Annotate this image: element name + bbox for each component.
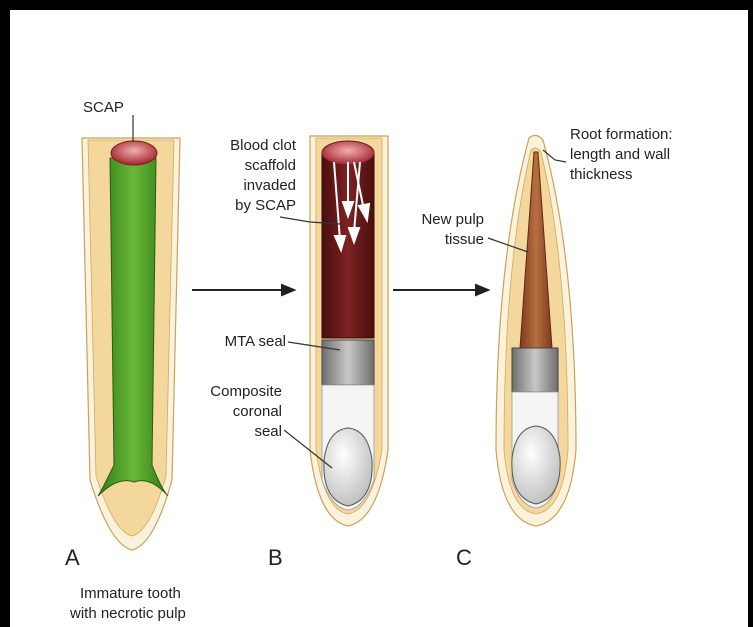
panel-letter-b: B (268, 545, 283, 570)
tooth-c-composite-seal (512, 426, 560, 504)
scap-tissue (111, 141, 157, 165)
tooth-b-scap (322, 141, 374, 165)
composite-label-1: Composite (210, 383, 282, 400)
panel-letter-a: A (65, 545, 80, 570)
blood-clot-label-1: Blood clot (230, 137, 297, 154)
composite-label-2: coronal (233, 403, 282, 420)
root-formation-label-1: Root formation: (570, 126, 673, 143)
root-formation-label-3: thickness (570, 166, 633, 183)
caption-a-line-1: Immature tooth (80, 585, 181, 602)
new-pulp-label-2: tissue (445, 231, 484, 248)
tooth-a (82, 138, 180, 550)
scap-label: SCAP (83, 99, 124, 116)
blood-clot-label-4: by SCAP (235, 197, 296, 214)
tooth-c-mta-seal (512, 348, 558, 392)
arrow-b-to-c (393, 285, 488, 295)
blood-clot-label-2: scaffold (245, 157, 296, 174)
tooth-c (496, 135, 576, 526)
mta-seal (322, 340, 374, 385)
arrow-a-to-b (192, 285, 294, 295)
regeneration-diagram: SCAP Blood clot scaffold invaded by SCAP… (10, 10, 748, 627)
diagram-canvas: SCAP Blood clot scaffold invaded by SCAP… (10, 10, 748, 627)
tooth-b (310, 136, 388, 526)
composite-label-3: seal (254, 423, 282, 440)
blood-clot-label-3: invaded (243, 177, 296, 194)
new-pulp-label-1: New pulp (421, 211, 484, 228)
panel-letter-c: C (456, 545, 472, 570)
mta-seal-label: MTA seal (225, 333, 286, 350)
caption-a-line-2: with necrotic pulp (69, 605, 186, 622)
root-formation-label-2: length and wall (570, 146, 670, 163)
